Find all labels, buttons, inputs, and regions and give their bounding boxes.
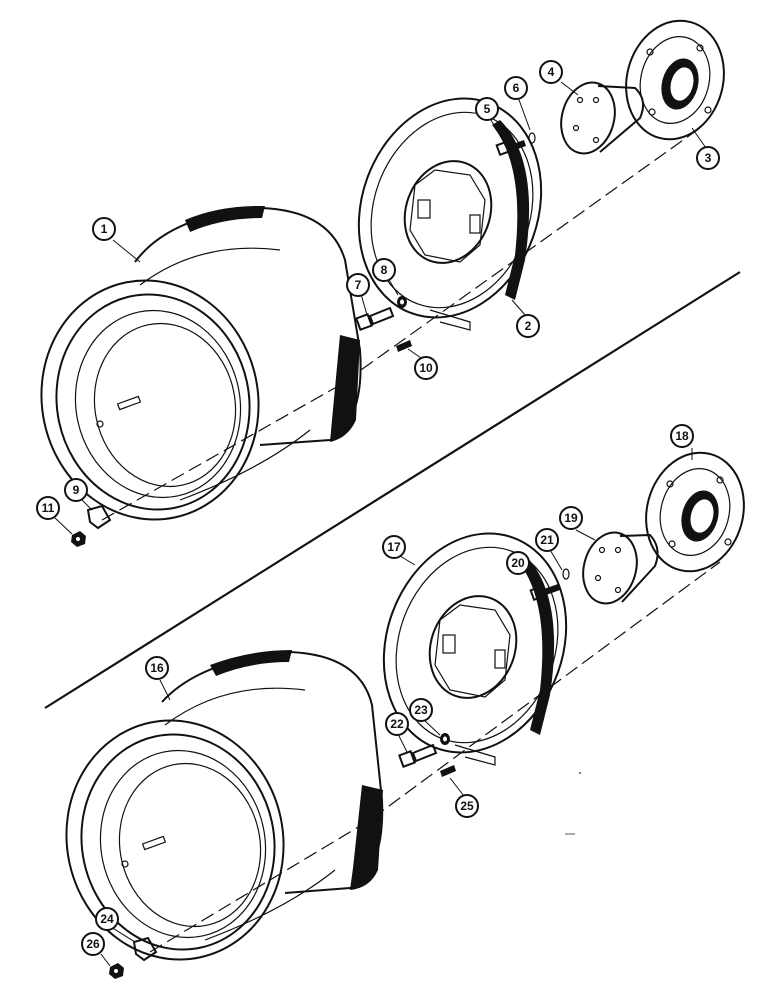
callout-11: 11 [36, 496, 60, 520]
callout-17-label: 17 [387, 540, 401, 554]
callout-10: 10 [414, 356, 438, 380]
wedge-clamp-9 [86, 504, 112, 530]
callout-9-label: 9 [73, 483, 80, 497]
center-disc-upper [357, 97, 543, 331]
stud-25 [440, 765, 456, 777]
washer-21 [562, 568, 570, 580]
washer-8 [397, 296, 407, 308]
washer-6 [528, 132, 536, 144]
callout-24: 24 [95, 907, 119, 931]
callout-19: 19 [559, 506, 583, 530]
callout-22-label: 22 [390, 717, 404, 731]
callout-20-label: 20 [511, 556, 525, 570]
callout-16-label: 16 [150, 661, 164, 675]
callout-2-label: 2 [525, 319, 532, 333]
callout-6-label: 6 [513, 81, 520, 95]
assembly-axis-upper [101, 127, 701, 521]
callouts: 1 2 3 4 5 6 7 8 9 10 11 16 17 18 19 20 2… [36, 60, 720, 956]
callout-7-label: 7 [355, 278, 362, 292]
callout-5-label: 5 [484, 102, 491, 116]
axle-flange-upper [560, 81, 645, 155]
speck-mark [579, 772, 581, 774]
nut-26 [109, 963, 124, 979]
rim-lower [65, 650, 384, 961]
callout-26: 26 [81, 932, 105, 956]
bolt-7 [355, 306, 395, 331]
callout-6: 6 [504, 76, 528, 100]
callout-9: 9 [64, 478, 88, 502]
callout-8-label: 8 [381, 263, 388, 277]
assembly-axis-lower [149, 561, 721, 953]
bolt-20 [529, 584, 560, 602]
bolt-5 [495, 139, 526, 157]
callout-23: 23 [409, 698, 433, 722]
axle-flange-lower [582, 531, 659, 605]
callout-16: 16 [145, 656, 169, 680]
callout-18-label: 18 [675, 429, 689, 443]
lower-assembly [65, 451, 745, 979]
callout-4: 4 [539, 60, 563, 84]
callout-2: 2 [516, 314, 540, 338]
callout-17: 17 [382, 535, 406, 559]
callout-7: 7 [346, 273, 370, 297]
hub-upper [625, 19, 725, 141]
assembly-divider-line [44, 271, 741, 709]
callout-23-label: 23 [414, 703, 428, 717]
callout-20: 20 [506, 551, 530, 575]
wedge-clamp-24 [132, 936, 158, 962]
stud-10 [396, 340, 412, 352]
callout-22: 22 [385, 712, 409, 736]
callout-4-label: 4 [548, 65, 555, 79]
callout-25: 25 [455, 794, 479, 818]
callout-1: 1 [92, 217, 116, 241]
callout-25-label: 25 [460, 799, 474, 813]
callout-21-label: 21 [540, 533, 554, 547]
callout-3-label: 3 [705, 151, 712, 165]
washer-23 [440, 733, 450, 745]
bolt-22 [398, 743, 438, 768]
callout-1-label: 1 [101, 222, 108, 236]
hub-lower [645, 451, 745, 573]
callout-19-label: 19 [564, 511, 578, 525]
callout-3: 3 [696, 146, 720, 170]
callout-10-label: 10 [419, 361, 433, 375]
center-disc-lower [382, 532, 568, 766]
nut-11 [71, 531, 86, 547]
upper-assembly [40, 19, 725, 547]
callout-26-label: 26 [86, 937, 100, 951]
callout-18: 18 [670, 424, 694, 448]
callout-5: 5 [475, 97, 499, 121]
callout-24-label: 24 [100, 912, 114, 926]
rim-upper [40, 205, 362, 521]
callout-8: 8 [372, 258, 396, 282]
callout-21: 21 [535, 528, 559, 552]
callout-11-label: 11 [42, 501, 55, 515]
